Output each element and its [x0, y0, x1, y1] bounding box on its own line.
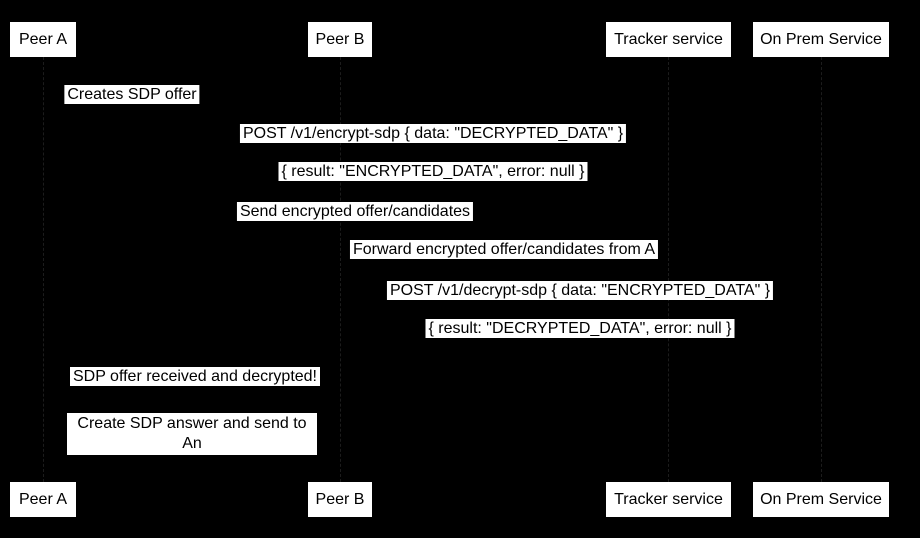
message-sdp-offer-received: SDP offer received and decrypted!	[70, 367, 320, 386]
actor-on-prem-service-bottom: On Prem Service	[753, 482, 889, 517]
message-decrypt-result: { result: "DECRYPTED_DATA", error: null …	[425, 319, 735, 338]
message-creates-sdp-offer: Creates SDP offer	[64, 85, 200, 104]
note-line-1: Create SDP answer and send to An	[77, 415, 307, 452]
actor-peer-a-top: Peer A	[10, 22, 76, 57]
note-create-sdp-answer: Create SDP answer and send to An using t…	[67, 413, 317, 472]
actor-peer-b-top: Peer B	[308, 22, 372, 57]
actor-on-prem-service-top: On Prem Service	[753, 22, 889, 57]
lifeline-on-prem-service	[821, 57, 822, 482]
message-forward-encrypted-offer: Forward encrypted offer/candidates from …	[349, 240, 659, 259]
message-post-decrypt-sdp: POST /v1/decrypt-sdp { data: "ENCRYPTED_…	[386, 281, 774, 300]
message-encrypt-result: { result: "ENCRYPTED_DATA", error: null …	[278, 162, 588, 181]
lifeline-tracker-service	[668, 57, 669, 482]
actor-peer-b-bottom: Peer B	[308, 482, 372, 517]
actor-tracker-service-bottom: Tracker service	[606, 482, 731, 517]
lifeline-peer-b	[340, 57, 341, 482]
actor-peer-a-bottom: Peer A	[10, 482, 76, 517]
message-post-encrypt-sdp: POST /v1/encrypt-sdp { data: "DECRYPTED_…	[239, 124, 627, 143]
message-send-encrypted-offer: Send encrypted offer/candidates	[236, 202, 474, 221]
note-line-2: using the same mechanism	[94, 455, 290, 472]
actor-tracker-service-top: Tracker service	[606, 22, 731, 57]
lifeline-peer-a	[43, 57, 44, 482]
